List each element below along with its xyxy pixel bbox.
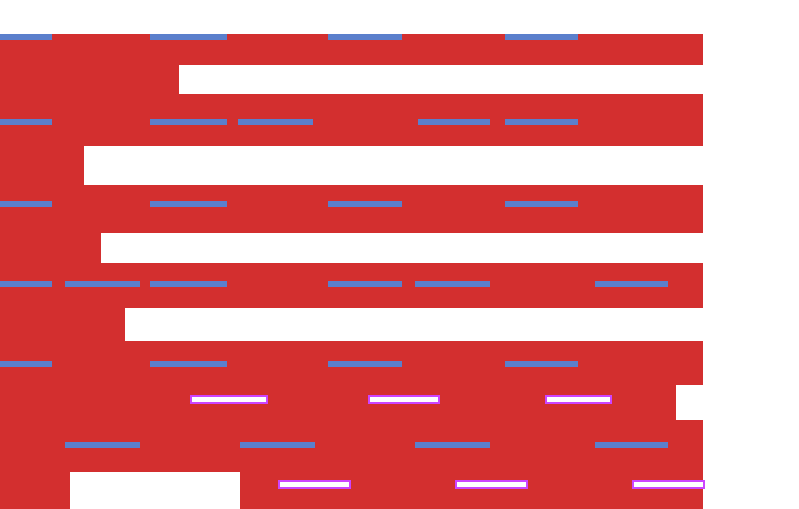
link-underline-r2-c1[interactable] [0, 119, 52, 125]
highlight-underline-r5-c1[interactable] [190, 395, 268, 404]
link-underline-r5-c1[interactable] [0, 361, 52, 367]
link-underline-r2-c4[interactable] [418, 119, 490, 125]
link-underline-r3-c1[interactable] [0, 201, 52, 207]
redaction-row-6-mid-tail [240, 472, 703, 509]
link-underline-r4-c1[interactable] [0, 281, 52, 287]
link-underline-r6-c4[interactable] [595, 442, 668, 448]
link-underline-r4-c3[interactable] [150, 281, 227, 287]
redaction-row-4-left-tail [0, 308, 125, 341]
highlight-underline-r6-c2[interactable] [455, 480, 528, 489]
link-underline-r1-c3[interactable] [328, 34, 402, 40]
redaction-row-3-left-tail [0, 233, 101, 263]
highlight-underline-r6-c3[interactable] [632, 480, 705, 489]
link-underline-r2-c2[interactable] [150, 119, 227, 125]
link-underline-r3-c4[interactable] [505, 201, 578, 207]
link-underline-r5-c3[interactable] [328, 361, 402, 367]
link-underline-r6-c3[interactable] [415, 442, 490, 448]
link-underline-r4-c2[interactable] [65, 281, 140, 287]
highlight-underline-r5-c2[interactable] [368, 395, 440, 404]
link-underline-r5-c2[interactable] [150, 361, 227, 367]
link-underline-r6-c2[interactable] [240, 442, 315, 448]
redaction-row-6-left-tail [0, 472, 70, 509]
redaction-row-1-left-tail [0, 65, 179, 94]
link-underline-r1-c1[interactable] [0, 34, 52, 40]
link-underline-r6-c1[interactable] [65, 442, 140, 448]
link-underline-r3-c2[interactable] [150, 201, 227, 207]
redaction-row-2-lead [0, 94, 703, 146]
redaction-row-3-lead [0, 185, 703, 233]
link-underline-r4-c5[interactable] [415, 281, 490, 287]
link-underline-r1-c4[interactable] [505, 34, 578, 40]
link-underline-r1-c2[interactable] [150, 34, 227, 40]
link-underline-r3-c3[interactable] [328, 201, 402, 207]
link-underline-r2-c5[interactable] [505, 119, 578, 125]
link-underline-r4-c4[interactable] [328, 281, 402, 287]
highlight-underline-r6-c1[interactable] [278, 480, 351, 489]
link-underline-r4-c6[interactable] [595, 281, 668, 287]
link-underline-r5-c4[interactable] [505, 361, 578, 367]
link-underline-r2-c3[interactable] [238, 119, 313, 125]
highlight-underline-r5-c3[interactable] [545, 395, 612, 404]
redaction-row-2-left-tail [0, 146, 84, 185]
